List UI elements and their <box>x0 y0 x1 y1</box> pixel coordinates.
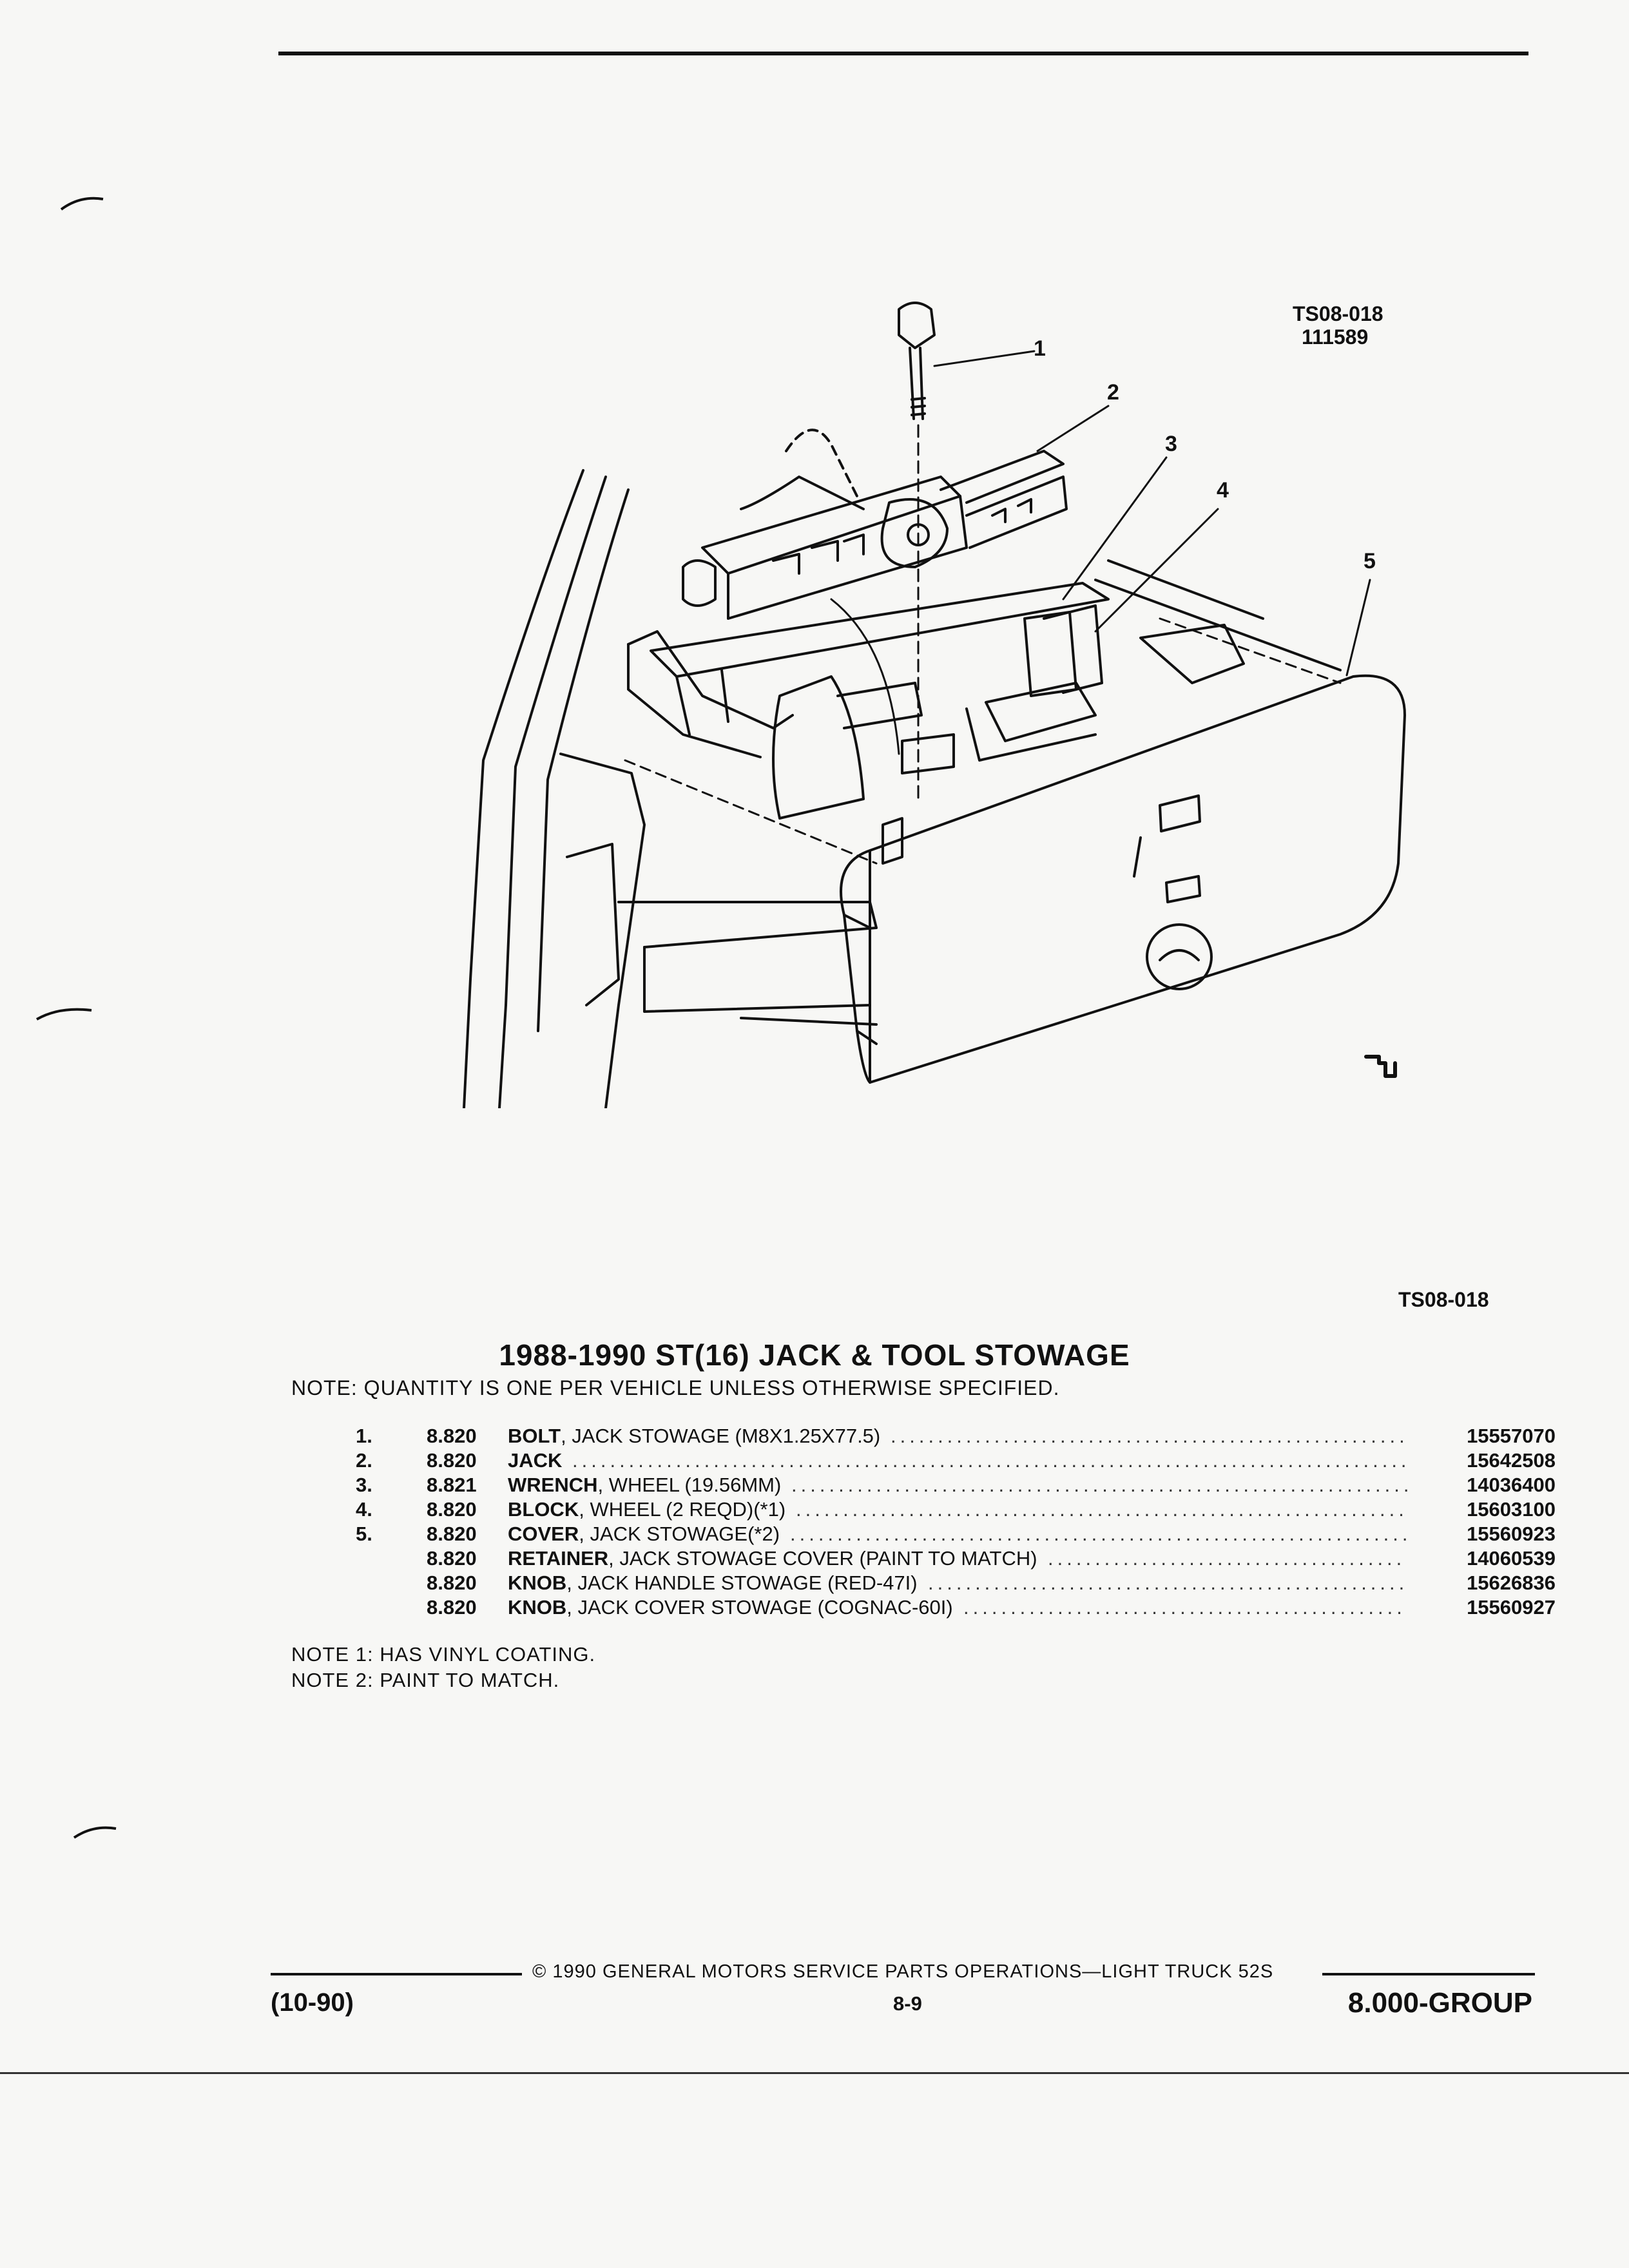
page-title: 1988-1990 ST(16) JACK & TOOL STOWAGE <box>499 1338 1130 1372</box>
row-part-number: 15603100 <box>1467 1498 1556 1521</box>
row-index: 5. <box>356 1523 372 1545</box>
row-part-number: 15642508 <box>1467 1449 1556 1472</box>
row-detail: , JACK STOWAGE(*2) <box>579 1523 780 1545</box>
footer-copyright: © 1990 GENERAL MOTORS SERVICE PARTS OPER… <box>532 1961 1274 1982</box>
footnotes: NOTE 1: HAS VINYL COATING. NOTE 2: PAINT… <box>291 1642 595 1693</box>
figure-code: TS08-018 <box>1398 1288 1489 1311</box>
parts-list: 1. 8.820 BOLT, JACK STOWAGE (M8X1.25X77.… <box>356 1424 1556 1620</box>
row-detail: , WHEEL (19.56MM) <box>597 1474 782 1496</box>
jack-stowage-illustration <box>463 302 1406 1108</box>
footnote-2: NOTE 2: PAINT TO MATCH. <box>291 1669 560 1691</box>
row-index: 3. <box>356 1474 372 1496</box>
leader-3 <box>1062 456 1168 601</box>
row-description: BLOCK, WHEEL (2 REQD)(*1) <box>508 1497 786 1522</box>
bolt <box>898 302 936 349</box>
footnote-1: NOTE 1: HAS VINYL COATING. <box>291 1643 596 1666</box>
row-name: WRENCH <box>508 1474 598 1496</box>
bottom-rule <box>0 2072 1629 2074</box>
callout-1: 1 <box>1034 336 1046 361</box>
dot-leader: ........................................… <box>790 1523 1407 1545</box>
callout-5: 5 <box>1364 549 1376 573</box>
row-part-number: 14060539 <box>1467 1547 1556 1570</box>
footer-group: 8.000-GROUP <box>1347 1987 1532 2019</box>
dot-leader: ........................................… <box>891 1425 1407 1447</box>
dot-leader: ........................................… <box>963 1596 1407 1619</box>
row-description: BOLT, JACK STOWAGE (M8X1.25X77.5) <box>508 1424 880 1448</box>
row-part-number: 15626836 <box>1467 1571 1556 1594</box>
row-name: KNOB <box>508 1596 567 1619</box>
footer-rule-left <box>271 1973 522 1975</box>
dot-leader: ........................................… <box>796 1498 1407 1521</box>
cargo-floor <box>617 901 878 948</box>
row-group: 8.820 <box>427 1449 477 1472</box>
binder-mark <box>60 197 104 211</box>
row-detail: , JACK STOWAGE COVER (PAINT TO MATCH) <box>608 1547 1037 1570</box>
callout-2: 2 <box>1107 380 1119 405</box>
row-part-number: 15560923 <box>1467 1523 1556 1545</box>
top-rule <box>278 52 1528 55</box>
row-detail: , WHEEL (2 REQD)(*1) <box>579 1498 786 1521</box>
row-group: 8.820 <box>427 1498 477 1521</box>
dot-leader: ........................................… <box>791 1474 1407 1496</box>
logo-mark <box>1364 1055 1397 1078</box>
row-group: 8.820 <box>427 1596 477 1619</box>
quantity-note: NOTE: QUANTITY IS ONE PER VEHICLE UNLESS… <box>291 1376 1060 1399</box>
parts-row: 4. 8.820 BLOCK, WHEEL (2 REQD)(*1) 15603… <box>356 1497 1556 1522</box>
leader-4 <box>1094 508 1219 633</box>
row-group: 8.820 <box>427 1425 477 1447</box>
row-detail: , JACK STOWAGE (M8X1.25X77.5) <box>561 1425 881 1447</box>
parts-row: 2. 8.820 JACK 15642508 .................… <box>356 1448 1556 1473</box>
row-description: COVER, JACK STOWAGE(*2) <box>508 1522 780 1546</box>
footer-page-number: 8-9 <box>893 1992 922 2015</box>
row-index: 2. <box>356 1449 372 1472</box>
parts-row: 8.820 RETAINER, JACK STOWAGE COVER (PAIN… <box>356 1546 1556 1571</box>
row-group: 8.821 <box>427 1474 477 1496</box>
jack-stowage-cover <box>869 674 1406 1084</box>
row-name: RETAINER <box>508 1547 609 1570</box>
row-name: KNOB <box>508 1571 567 1594</box>
row-description: KNOB, JACK COVER STOWAGE (COGNAC-60I) <box>508 1595 953 1620</box>
row-index: 1. <box>356 1425 372 1447</box>
callout-4: 4 <box>1217 478 1229 503</box>
row-description: WRENCH, WHEEL (19.56MM) <box>508 1473 781 1497</box>
row-group: 8.820 <box>427 1523 477 1545</box>
footer-rule-right <box>1322 1973 1535 1975</box>
jack-handle <box>627 630 794 729</box>
footer-date: (10-90) <box>271 1988 354 2017</box>
leader-5 <box>1345 579 1371 677</box>
diagram-ref-number: 111589 <box>1302 325 1369 349</box>
row-name: COVER <box>508 1523 579 1545</box>
leader-2 <box>1036 405 1110 452</box>
parts-row: 8.820 KNOB, JACK COVER STOWAGE (COGNAC-6… <box>356 1595 1556 1620</box>
row-index: 4. <box>356 1498 372 1521</box>
row-part-number: 15560927 <box>1467 1596 1556 1619</box>
row-description: RETAINER, JACK STOWAGE COVER (PAINT TO M… <box>508 1546 1037 1571</box>
row-name: BLOCK <box>508 1498 579 1521</box>
wheel-block <box>1023 611 1077 697</box>
parts-row: 8.820 KNOB, JACK HANDLE STOWAGE (RED-47I… <box>356 1571 1556 1595</box>
row-group: 8.820 <box>427 1571 477 1594</box>
row-part-number: 14036400 <box>1467 1474 1556 1496</box>
dot-leader: ........................................… <box>1048 1547 1407 1570</box>
row-name: JACK <box>508 1449 563 1472</box>
dot-leader: ........................................… <box>572 1449 1407 1472</box>
row-description: KNOB, JACK HANDLE STOWAGE (RED-47I) <box>508 1571 918 1595</box>
body-side-panel <box>469 469 630 1032</box>
diagram-ref-code: TS08-018 <box>1293 302 1383 325</box>
row-detail: , JACK COVER STOWAGE (COGNAC-60I) <box>566 1596 953 1619</box>
dot-leader: ........................................… <box>928 1571 1407 1594</box>
row-part-number: 15557070 <box>1467 1425 1556 1447</box>
wrench-bracket <box>772 675 865 820</box>
row-detail: , JACK HANDLE STOWAGE (RED-47I) <box>566 1571 918 1594</box>
parts-row: 5. 8.820 COVER, JACK STOWAGE(*2) 1556092… <box>356 1522 1556 1546</box>
parts-row: 3. 8.821 WRENCH, WHEEL (19.56MM) 1403640… <box>356 1473 1556 1497</box>
row-name: BOLT <box>508 1425 561 1447</box>
row-group: 8.820 <box>427 1547 477 1570</box>
leader-1 <box>933 350 1036 367</box>
callout-3: 3 <box>1165 432 1177 456</box>
binder-mark <box>36 1008 92 1021</box>
binder-mark <box>73 1826 117 1839</box>
parts-row: 1. 8.820 BOLT, JACK STOWAGE (M8X1.25X77.… <box>356 1424 1556 1448</box>
row-description: JACK <box>508 1448 562 1473</box>
